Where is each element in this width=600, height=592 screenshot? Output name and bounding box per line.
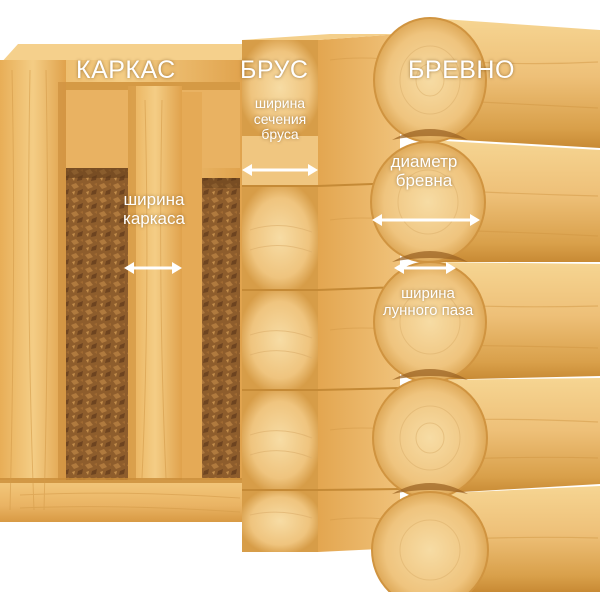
frame-wall bbox=[0, 44, 268, 522]
frame-stud-right bbox=[182, 92, 202, 478]
heading-frame: КАРКАС bbox=[76, 56, 176, 84]
heading-beam: БРУС bbox=[240, 56, 309, 84]
frame-bottom-plate bbox=[0, 480, 245, 522]
beam-end-1 bbox=[242, 40, 318, 136]
frame-stud-middle bbox=[128, 86, 182, 482]
label-frame-width: ширина каркаса bbox=[123, 190, 185, 229]
beam-end-3 bbox=[242, 186, 318, 290]
frame-insulation-right bbox=[202, 178, 240, 478]
label-beam-section-width: ширина сечения бруса bbox=[253, 95, 307, 143]
log-wall bbox=[370, 17, 600, 592]
beam-end-5 bbox=[242, 390, 318, 490]
label-groove-width: ширина лунного паза bbox=[382, 285, 474, 319]
beam-ends bbox=[242, 40, 318, 552]
beam-end-2 bbox=[242, 136, 318, 186]
measure-arrows bbox=[124, 164, 480, 274]
double-headed-arrow-icon bbox=[372, 214, 480, 226]
log-ends bbox=[370, 17, 489, 592]
frame-insulation-left bbox=[66, 168, 128, 480]
log-end-4 bbox=[372, 377, 488, 499]
beam-top-face bbox=[242, 34, 400, 40]
log-end-3 bbox=[373, 261, 487, 383]
label-log-diameter: диаметр бревна bbox=[390, 152, 458, 191]
beam-end-4 bbox=[242, 290, 318, 390]
double-headed-arrow-icon bbox=[124, 262, 182, 274]
log-grooves bbox=[392, 129, 468, 494]
frame-left-post bbox=[0, 60, 66, 520]
heading-log: БРЕВНО bbox=[408, 56, 515, 84]
double-headed-arrow-icon bbox=[394, 262, 456, 274]
beam-end-6 bbox=[242, 490, 318, 552]
double-headed-arrow-icon bbox=[242, 164, 318, 176]
log-end-5 bbox=[371, 491, 489, 592]
frame-top-face bbox=[0, 44, 268, 64]
